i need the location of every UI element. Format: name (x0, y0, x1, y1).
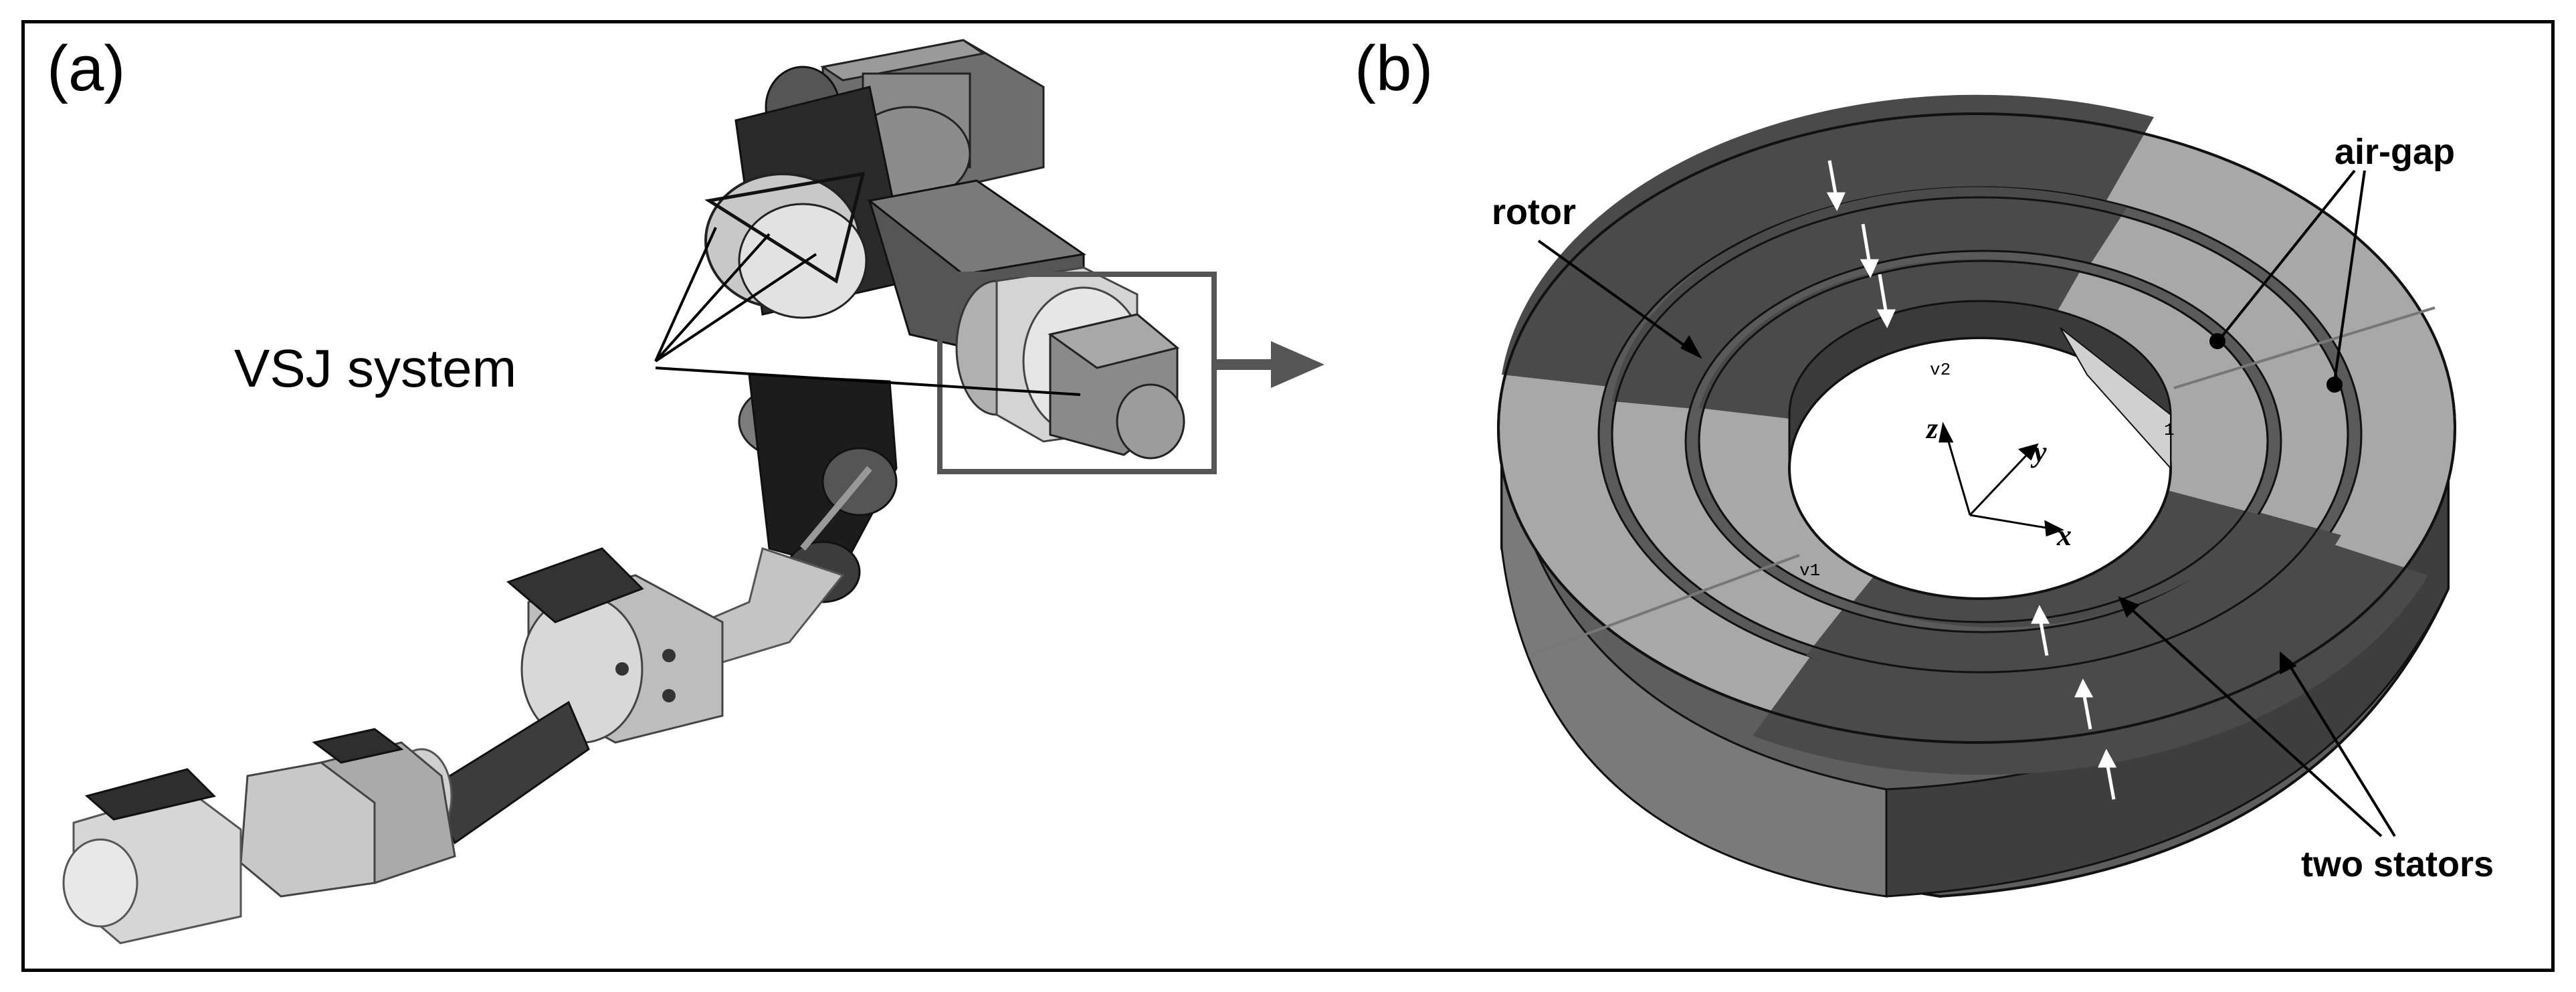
ring-model-illustration (1497, 94, 2456, 898)
vsj-callout-lines (654, 227, 1081, 396)
rotor-label: rotor (1492, 192, 1576, 232)
pointer-arrow (1214, 341, 1324, 388)
segment-mark-one: 1 (2164, 420, 2175, 440)
field-arrows (1826, 160, 2117, 800)
upper-motor-block (704, 39, 1086, 376)
two-stators-label: two stators (2301, 844, 2494, 884)
end-effector (62, 728, 456, 945)
panel-b-label: (b) (1355, 33, 1433, 104)
axis-x-label: x (2056, 519, 2072, 552)
vsj-highlight-box (937, 272, 1217, 474)
robot-arm-illustration (62, 39, 1324, 945)
axis-z-label: z (1925, 412, 1938, 445)
forearm (506, 547, 845, 744)
segment-mark-v1: v1 (1799, 561, 1820, 581)
dimension-arrows (1528, 306, 2436, 657)
segment-mark-v2: v2 (1930, 360, 1951, 380)
panel-a-label: (a) (47, 33, 126, 104)
axis-y-label: y (2030, 435, 2047, 468)
vsj-actuator (955, 266, 1185, 460)
wrist-link (427, 700, 590, 845)
coordinate-axes (1939, 421, 2064, 537)
callout-lines (1537, 169, 2396, 837)
air-gap-label: air-gap (2335, 132, 2455, 172)
vsj-system-label: VSJ system (234, 338, 516, 398)
